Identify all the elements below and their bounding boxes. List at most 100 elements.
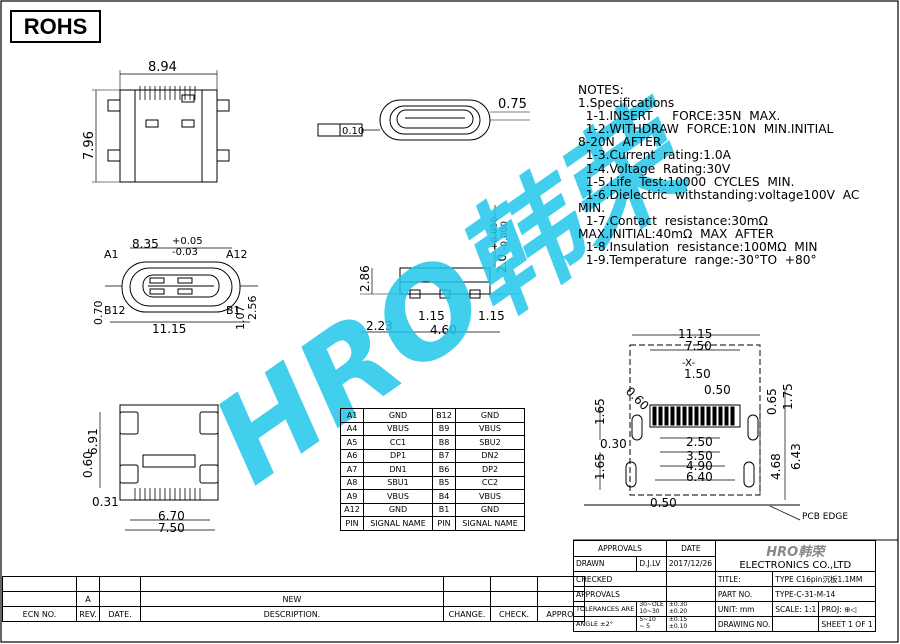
drawing-no-label: DRAWING NO. — [714, 616, 774, 632]
change-header: CHANGE. — [443, 606, 491, 622]
dim-1-07: 1.07 — [234, 306, 247, 331]
revision-letter: A — [76, 591, 100, 607]
note-line: NOTES: — [578, 83, 624, 97]
signal-cell: VBUS — [455, 421, 525, 436]
dim-2-0-tol-plus: +0.050 — [490, 216, 500, 250]
pin-cell: B8 — [432, 435, 456, 450]
note-line: 1.Specifications — [578, 96, 675, 111]
pin-cell: B1 — [432, 502, 456, 517]
pcb-dim-0-50: 0.50 — [704, 383, 731, 397]
dim-6-91: 6.91 — [86, 428, 100, 455]
approvals-label: APPROVALS — [573, 586, 667, 602]
drawn-label: DRAWN — [572, 555, 638, 572]
dim-8-94: 8.94 — [148, 60, 177, 75]
drawn-by: D.J.LV — [636, 555, 667, 572]
pcb-dim-0-30: 0.30 — [600, 437, 627, 451]
pin-cell: PIN — [432, 516, 456, 531]
dim-11-15: 11.15 — [152, 322, 186, 336]
label-a1: A1 — [104, 248, 119, 261]
pin-cell: B12 — [432, 408, 456, 423]
dimension-labels: 8.94 7.96 0.75 0.10 8.35 +0.05 -0.03 A1 … — [81, 60, 848, 535]
approvals-header: APPROVALS — [573, 540, 667, 557]
pcb-dim-4-90: 4.90 — [686, 459, 713, 473]
pin-cell: B4 — [432, 489, 456, 504]
note-line: 1-1.INSERT FORCE:35N MAX. — [578, 109, 781, 124]
pcb-dim-0-65: 0.65 — [765, 388, 779, 415]
label-b1: B1 — [226, 304, 241, 317]
pin-cell: B6 — [432, 462, 456, 477]
date-col-header: DATE. — [99, 606, 141, 622]
tolerance-values-2: ±0.15±0.10 — [665, 616, 716, 632]
dim-tol-minus: -0.03 — [172, 247, 198, 258]
signal-cell: SIGNAL NAME — [363, 516, 433, 531]
front-view — [105, 247, 258, 323]
note-line: 1-6.Dielectric withstanding:voltage100V … — [578, 187, 860, 202]
pin-cell: A1 — [340, 408, 364, 423]
pin-cell: A4 — [340, 421, 364, 436]
dim-2-0-tol-minus: -0.000 — [500, 221, 510, 250]
part-no-label: PART NO. — [714, 586, 774, 602]
tolerance-ranges-2: 5~10~ 5 — [636, 616, 667, 632]
note-line: 1-7.Contact resistance:30mΩ — [578, 213, 768, 228]
dim-0-70: 0.70 — [92, 301, 105, 326]
note-line: 8-20N AFTER — [578, 135, 662, 150]
rev-header: REV. — [76, 606, 100, 622]
title-block: APPROVALS DATE HRO韩荣 ELECTRONICS CO.,LTD… — [572, 540, 876, 632]
note-line: 1-5.Life Test:10000 CYCLES MIN. — [578, 174, 795, 189]
revision-table: A NEW ECN NO. REV. DATE. DESCRIPTION. CH… — [2, 576, 585, 622]
bottom-view — [99, 404, 219, 531]
pin-cell: A6 — [340, 448, 364, 463]
appro-header: APPRO. — [537, 606, 585, 622]
part-no-value: TYPE-C-31-M-14 — [772, 586, 876, 602]
pin-cell: A5 — [340, 435, 364, 450]
check-header: CHECK. — [490, 606, 538, 622]
signal-cell: SBU2 — [455, 435, 525, 450]
revision-description: NEW — [140, 591, 444, 607]
angle-label: ANGLE ±2° — [572, 616, 638, 632]
rohs-badge: ROHS — [10, 10, 101, 43]
signal-cell: GND — [455, 408, 525, 423]
sheet-label: SHEET 1 OF 1 — [818, 616, 876, 632]
dim-0-31: 0.31 — [92, 495, 119, 509]
pin-cell: B5 — [432, 475, 456, 490]
note-line: 1-3.Current rating:1.0A — [578, 148, 731, 163]
unit-label: UNIT: mm — [714, 601, 774, 617]
side-view — [360, 205, 520, 333]
pin-cell: B9 — [432, 421, 456, 436]
ecn-no-header: ECN NO. — [2, 606, 77, 622]
signal-cell: GND — [363, 408, 433, 423]
notes-block: NOTES:1.Specifications 1-1.INSERT FORCE:… — [578, 83, 896, 267]
note-line: 1-8.Insulation resistance:100MΩ MIN — [578, 240, 818, 255]
title-label: TITLE: — [714, 571, 774, 587]
pin-cell: PIN — [340, 516, 364, 531]
note-line: MIN. — [578, 200, 606, 215]
pcb-dim-4-68: 4.68 — [769, 453, 783, 480]
pcb-dim-11-15: 11.15 — [678, 327, 712, 341]
dim-7-50: 7.50 — [158, 521, 185, 535]
pcb-datum-x: -X- — [682, 358, 695, 369]
signal-cell: CC1 — [363, 435, 433, 450]
signal-cell: VBUS — [363, 421, 433, 436]
pcb-dim-6-43: 6.43 — [789, 443, 803, 470]
date-header: DATE — [665, 540, 716, 557]
dim-tol-plus: +0.05 — [172, 236, 203, 247]
top-view — [92, 70, 230, 183]
pcb-dim-1-50: 1.50 — [684, 367, 711, 381]
label-a12: A12 — [226, 248, 248, 261]
projection-label: PROJ: ⊕◁ — [818, 601, 876, 617]
checked-label: CHECKED — [573, 571, 667, 587]
dim-2-0: 2.0 — [495, 254, 509, 273]
dim-1-15b: 1.15 — [478, 309, 505, 323]
dim-2-56: 2.56 — [246, 296, 259, 321]
signal-cell: DP1 — [363, 448, 433, 463]
company-logo: HRO韩荣 — [766, 545, 825, 560]
signal-cell: DN2 — [455, 448, 525, 463]
dim-0-60: 0.60 — [81, 451, 95, 478]
signal-cell: CC2 — [455, 475, 525, 490]
pcb-dim-6-40: 6.40 — [686, 470, 713, 484]
